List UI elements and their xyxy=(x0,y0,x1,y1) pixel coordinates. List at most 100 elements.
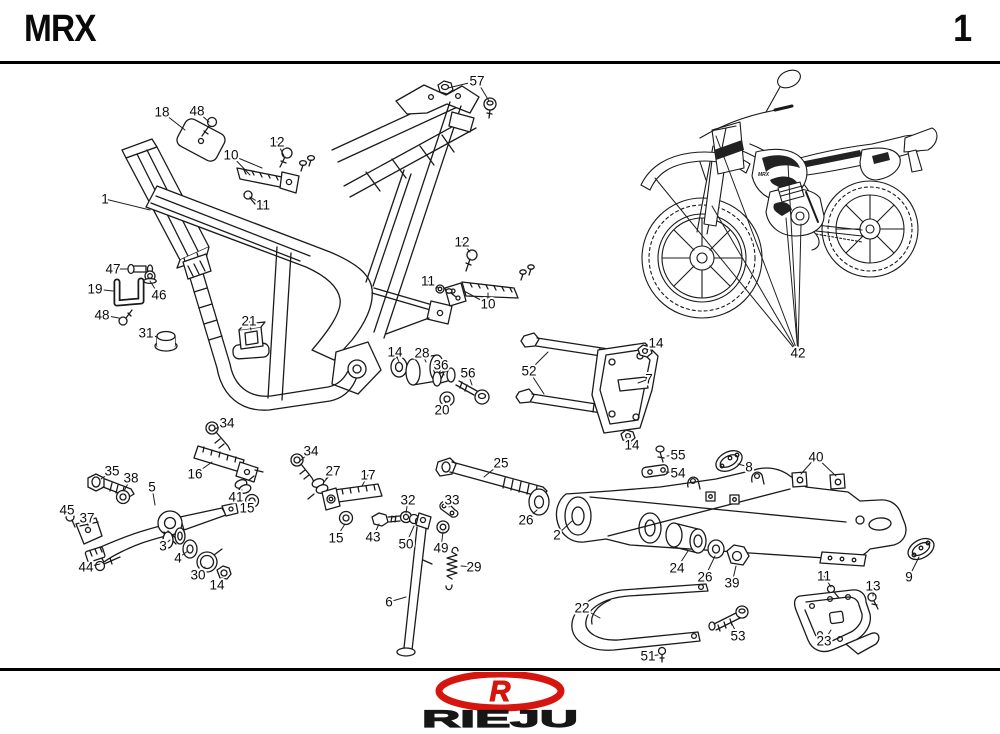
footpeg-rear-left-group xyxy=(193,421,264,509)
frame-illustration xyxy=(121,84,480,411)
footpeg-rear-right-group xyxy=(290,453,383,526)
part-number-label: 11 xyxy=(817,569,831,584)
leader-line xyxy=(676,550,689,569)
part-number-label: 15 xyxy=(328,531,343,546)
leader-line xyxy=(100,470,113,480)
part-number-label: 51 xyxy=(640,649,655,664)
swingarm-group xyxy=(435,445,935,567)
leader-line xyxy=(123,477,132,492)
part-number-label: 11 xyxy=(256,198,270,213)
page-title: MRX xyxy=(24,8,97,50)
leader-line xyxy=(248,320,252,331)
part-number-label: 27 xyxy=(325,464,340,479)
footpeg-front-right xyxy=(435,249,535,307)
leader-line xyxy=(361,474,369,487)
part-number-label: 33 xyxy=(444,493,459,508)
leader-line xyxy=(815,456,837,477)
part-number-label: 29 xyxy=(466,560,481,575)
part-number-label: 26 xyxy=(697,570,712,585)
leader-line xyxy=(797,223,802,354)
part-number-label: 22 xyxy=(574,601,589,616)
part-number-label: 43 xyxy=(365,530,380,545)
leader-line xyxy=(276,141,285,157)
leader-line xyxy=(405,499,409,514)
part-number-label: 10 xyxy=(223,148,238,163)
leader-line xyxy=(460,565,475,568)
leader-line xyxy=(665,471,679,474)
part-number-label: 18 xyxy=(154,105,169,120)
part-number-label: 45 xyxy=(59,503,74,518)
leader-line xyxy=(483,462,502,478)
brake-pedal-group xyxy=(65,473,239,580)
leader-line xyxy=(737,463,750,468)
top-hardware xyxy=(176,80,497,162)
leader-line xyxy=(646,342,657,351)
leader-line xyxy=(440,531,444,549)
part-number-label: 50 xyxy=(398,537,413,552)
part-number-label: 49 xyxy=(433,541,448,556)
kickstand-group xyxy=(371,500,459,657)
page-number: 1 xyxy=(952,8,972,50)
leader-line xyxy=(654,177,799,354)
part-number-label: 40 xyxy=(808,450,823,465)
part-number-label: 4 xyxy=(174,551,182,566)
part-number-label: 38 xyxy=(123,471,138,486)
part-number-label: 12 xyxy=(454,235,469,250)
leader-line xyxy=(823,629,832,642)
leader-line xyxy=(448,499,453,508)
part-number-label: 1 xyxy=(101,192,109,207)
leader-line xyxy=(394,351,400,363)
leader-line xyxy=(440,364,445,376)
part-number-label: 8 xyxy=(745,460,753,475)
leader-line xyxy=(463,290,489,305)
leader-line xyxy=(101,314,120,319)
leader-line xyxy=(214,422,228,430)
leader-line xyxy=(711,205,799,354)
logo-wordmark: RIEJU xyxy=(422,706,578,730)
part-number-label: 10 xyxy=(480,297,495,312)
leader-line xyxy=(627,438,633,446)
part-number-label: 23 xyxy=(816,634,831,649)
part-number-label: 34 xyxy=(219,416,235,431)
part-number-label: 13 xyxy=(865,579,880,594)
leader-line xyxy=(427,280,439,289)
leader-line xyxy=(249,196,264,206)
leader-line xyxy=(161,111,186,131)
leader-line xyxy=(323,470,334,483)
leader-line xyxy=(421,352,427,363)
part-number-label: 7 xyxy=(645,372,653,387)
leader-line xyxy=(441,401,447,411)
part-number-label: 37 xyxy=(79,511,94,526)
part-number-label: 53 xyxy=(730,629,745,644)
leader-line xyxy=(785,217,799,354)
part-number-label: 41 xyxy=(228,490,243,505)
part-number-label: 46 xyxy=(151,288,166,303)
leader-line xyxy=(230,154,263,169)
logo-ellipse xyxy=(435,672,565,712)
leader-line xyxy=(787,163,799,354)
leader-line xyxy=(94,288,114,292)
part-number-label: 55 xyxy=(670,448,685,463)
part-number-label: 52 xyxy=(521,364,536,379)
leader-line xyxy=(704,555,716,578)
leader-line xyxy=(467,372,473,386)
leader-line xyxy=(405,525,415,545)
leader-line xyxy=(908,556,920,578)
leader-line xyxy=(731,565,737,584)
part-number-label: 5 xyxy=(148,480,156,495)
engine-mount-group xyxy=(390,332,659,443)
leader-line xyxy=(104,198,151,211)
part-number-label: 34 xyxy=(303,444,319,459)
part-number-label: 14 xyxy=(648,336,664,351)
part-number-label: 21 xyxy=(241,314,256,329)
footer-divider xyxy=(0,668,1000,671)
part-number-label: 26 xyxy=(518,513,533,528)
leader-line xyxy=(388,596,407,603)
part-number-label: 56 xyxy=(460,366,475,381)
part-number-label: 25 xyxy=(493,456,508,471)
leader-line xyxy=(637,378,650,384)
chain-guard-group xyxy=(571,583,880,663)
